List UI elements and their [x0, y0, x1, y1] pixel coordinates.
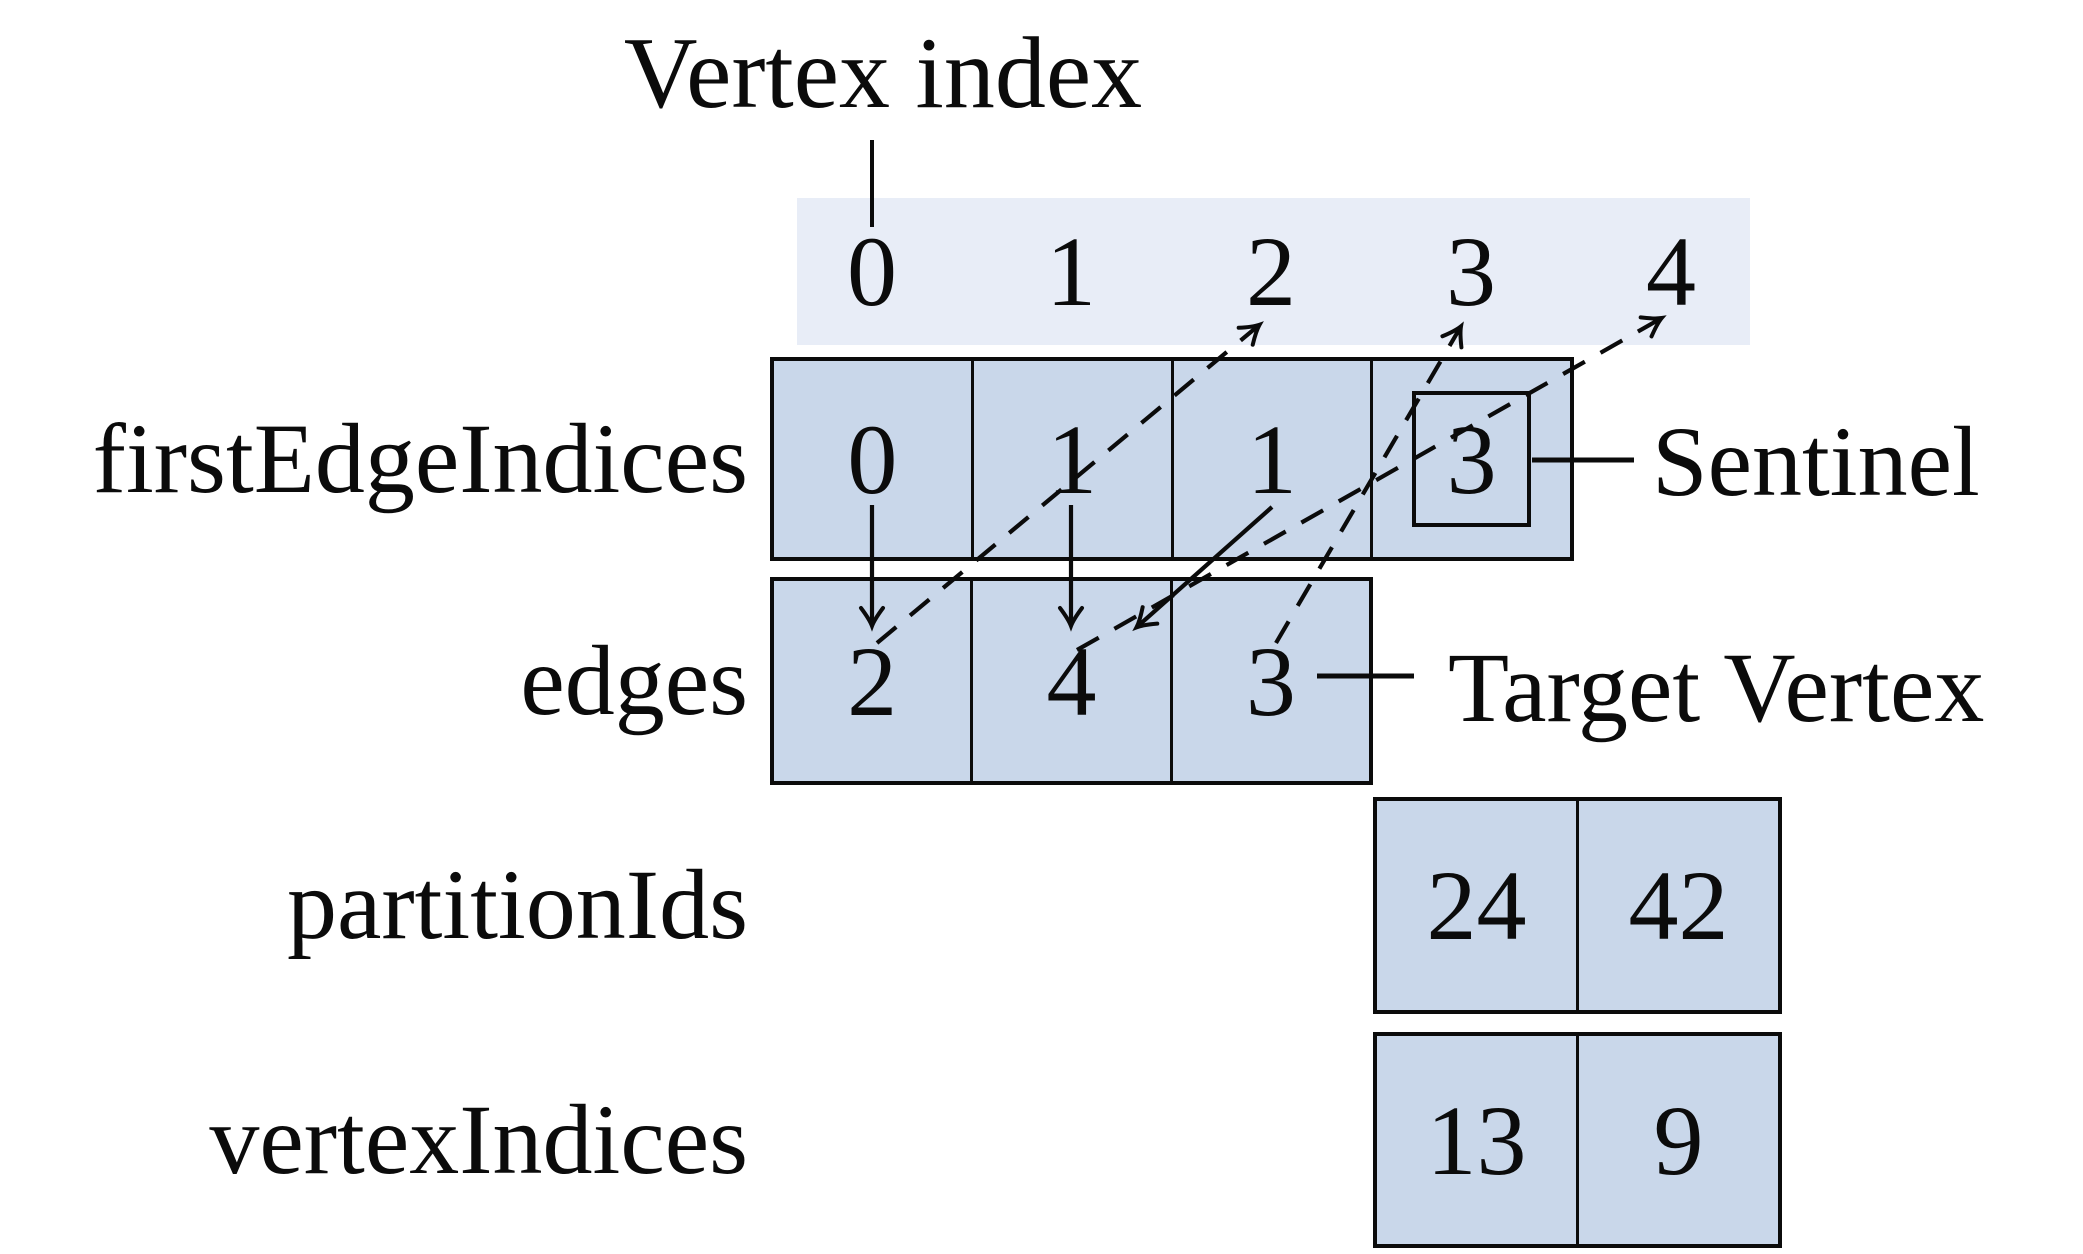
sentinel-box: 3 — [1412, 391, 1532, 527]
table-cell: 9 — [1576, 1036, 1778, 1244]
cell-value: 1 — [1047, 403, 1098, 515]
partition-ids-label: partitionIds — [286, 849, 748, 960]
cell-value: 9 — [1653, 1084, 1704, 1196]
table-cell: 4 — [970, 581, 1169, 781]
table-cell: 3 — [1370, 361, 1570, 557]
vertex-index-0: 0 — [847, 216, 897, 327]
cell-value: 42 — [1628, 850, 1729, 961]
table-cell: 1 — [970, 361, 1171, 557]
table-cell: 0 — [774, 361, 971, 557]
cell-value: 13 — [1426, 1084, 1527, 1196]
first-edge-indices-table: 0 1 1 3 — [770, 357, 1574, 561]
table-cell: 2 — [774, 581, 970, 781]
edges-label: edges — [520, 625, 748, 736]
vertex-index-2: 2 — [1246, 216, 1296, 327]
cell-value: 0 — [847, 403, 898, 515]
diagram-title: Vertex index — [623, 17, 1143, 130]
cell-value: 1 — [1246, 403, 1297, 515]
table-cell: 1 — [1170, 361, 1371, 557]
table-cell: 3 — [1169, 581, 1369, 781]
cell-value: 3 — [1245, 625, 1296, 737]
table-cell: 13 — [1377, 1036, 1576, 1244]
sentinel-value: 3 — [1446, 403, 1497, 515]
first-edge-indices-label: firstEdgeIndices — [92, 403, 748, 514]
target-vertex-annotation: Target Vertex — [1448, 632, 1985, 743]
partition-ids-table: 24 42 — [1373, 797, 1782, 1014]
vertex-index-1: 1 — [1046, 216, 1096, 327]
cell-value: 2 — [847, 625, 898, 737]
vertex-indices-label: vertexIndices — [209, 1084, 748, 1195]
edges-table: 2 4 3 — [770, 577, 1373, 785]
table-cell: 42 — [1576, 801, 1778, 1010]
cell-value: 24 — [1426, 850, 1527, 961]
vertex-index-4: 4 — [1646, 216, 1696, 327]
vertex-index-3: 3 — [1446, 216, 1496, 327]
table-cell: 24 — [1377, 801, 1576, 1010]
cell-value: 4 — [1046, 625, 1097, 737]
vertex-indices-table: 13 9 — [1373, 1032, 1782, 1248]
sentinel-annotation: Sentinel — [1652, 406, 1980, 517]
